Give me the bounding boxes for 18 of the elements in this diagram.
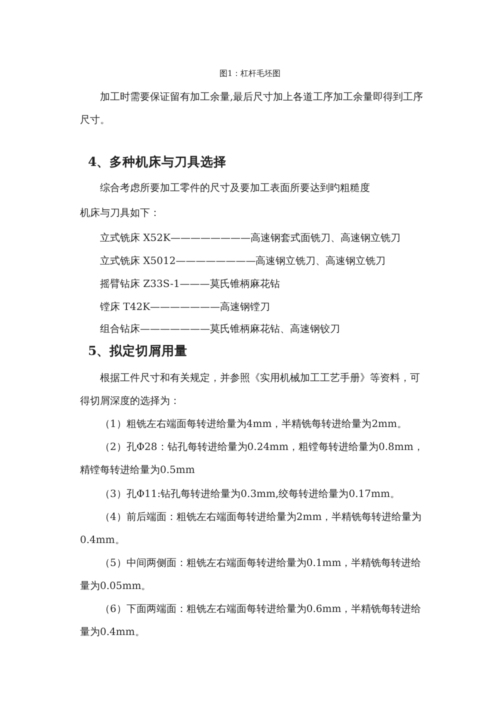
paragraph: （4）前后端面：粗铣左右端面每转进给量为2mm，半精铣每转进给量为0.4mm。 bbox=[80, 510, 423, 548]
paragraph: （1）粗铣左右端面每转进给量为4mm，半精铣每转进给量为2mm。 bbox=[99, 418, 408, 432]
section-heading: 5、拟定切屑用量 bbox=[87, 342, 189, 360]
paragraph: 机床与刀具如下： bbox=[80, 206, 161, 221]
paragraph: （2）孔Φ28：钻孔每转进给量为0.24mm，粗镗每转进给量为0.8mm，精镗每转进给量为0.5mm bbox=[80, 440, 424, 478]
paragraph: （3）孔Φ11:钻孔每转进给量为0.3mm,绞每转进给量为0.17mm。 bbox=[99, 488, 401, 502]
paragraph: 组合钻床———————莫氏锥柄麻花钻、高速钢铰刀 bbox=[99, 322, 341, 337]
figure-caption: 图1：杠杆毛坯图 bbox=[218, 68, 282, 79]
section-heading: 4、多种机床与刀具选择 bbox=[87, 153, 228, 171]
paragraph: （5）中间两侧面：粗铣左右端面每转进给量为0.1mm，半精铣每转进给量为0.05mm。 bbox=[80, 556, 422, 594]
paragraph: 立式铣床 X52K————————高速钢套式面铣刀、高速钢立铣刀 bbox=[99, 232, 402, 246]
paragraph: 摇臂钻床 Z33S-1———莫氏锥柄麻花钻 bbox=[99, 278, 281, 292]
paragraph: 综合考虑所要加工零件的尺寸及要加工表面所要达到旳粗糙度 bbox=[99, 182, 371, 196]
paragraph: 立式铣床 X5012————————高速钢立铣刀、高速钢立铣刀 bbox=[99, 254, 387, 269]
paragraph: 根据工件尺寸和有关规定，并参照《实用机械加工工艺手册》等资料，可得切屑深度的选择为： bbox=[80, 372, 421, 409]
paragraph: 加工时需要保证留有加工余量,最后尺寸加上各道工序加工余量即得到工序尺寸。 bbox=[80, 90, 424, 128]
paragraph: （6）下面两端面：粗铣左右端面每转进给量为0.6mm，半精铣每转进给量为0.4mm。 bbox=[80, 602, 422, 640]
paragraph: 镗床 T42K———————高速钢镗刀 bbox=[99, 300, 272, 315]
